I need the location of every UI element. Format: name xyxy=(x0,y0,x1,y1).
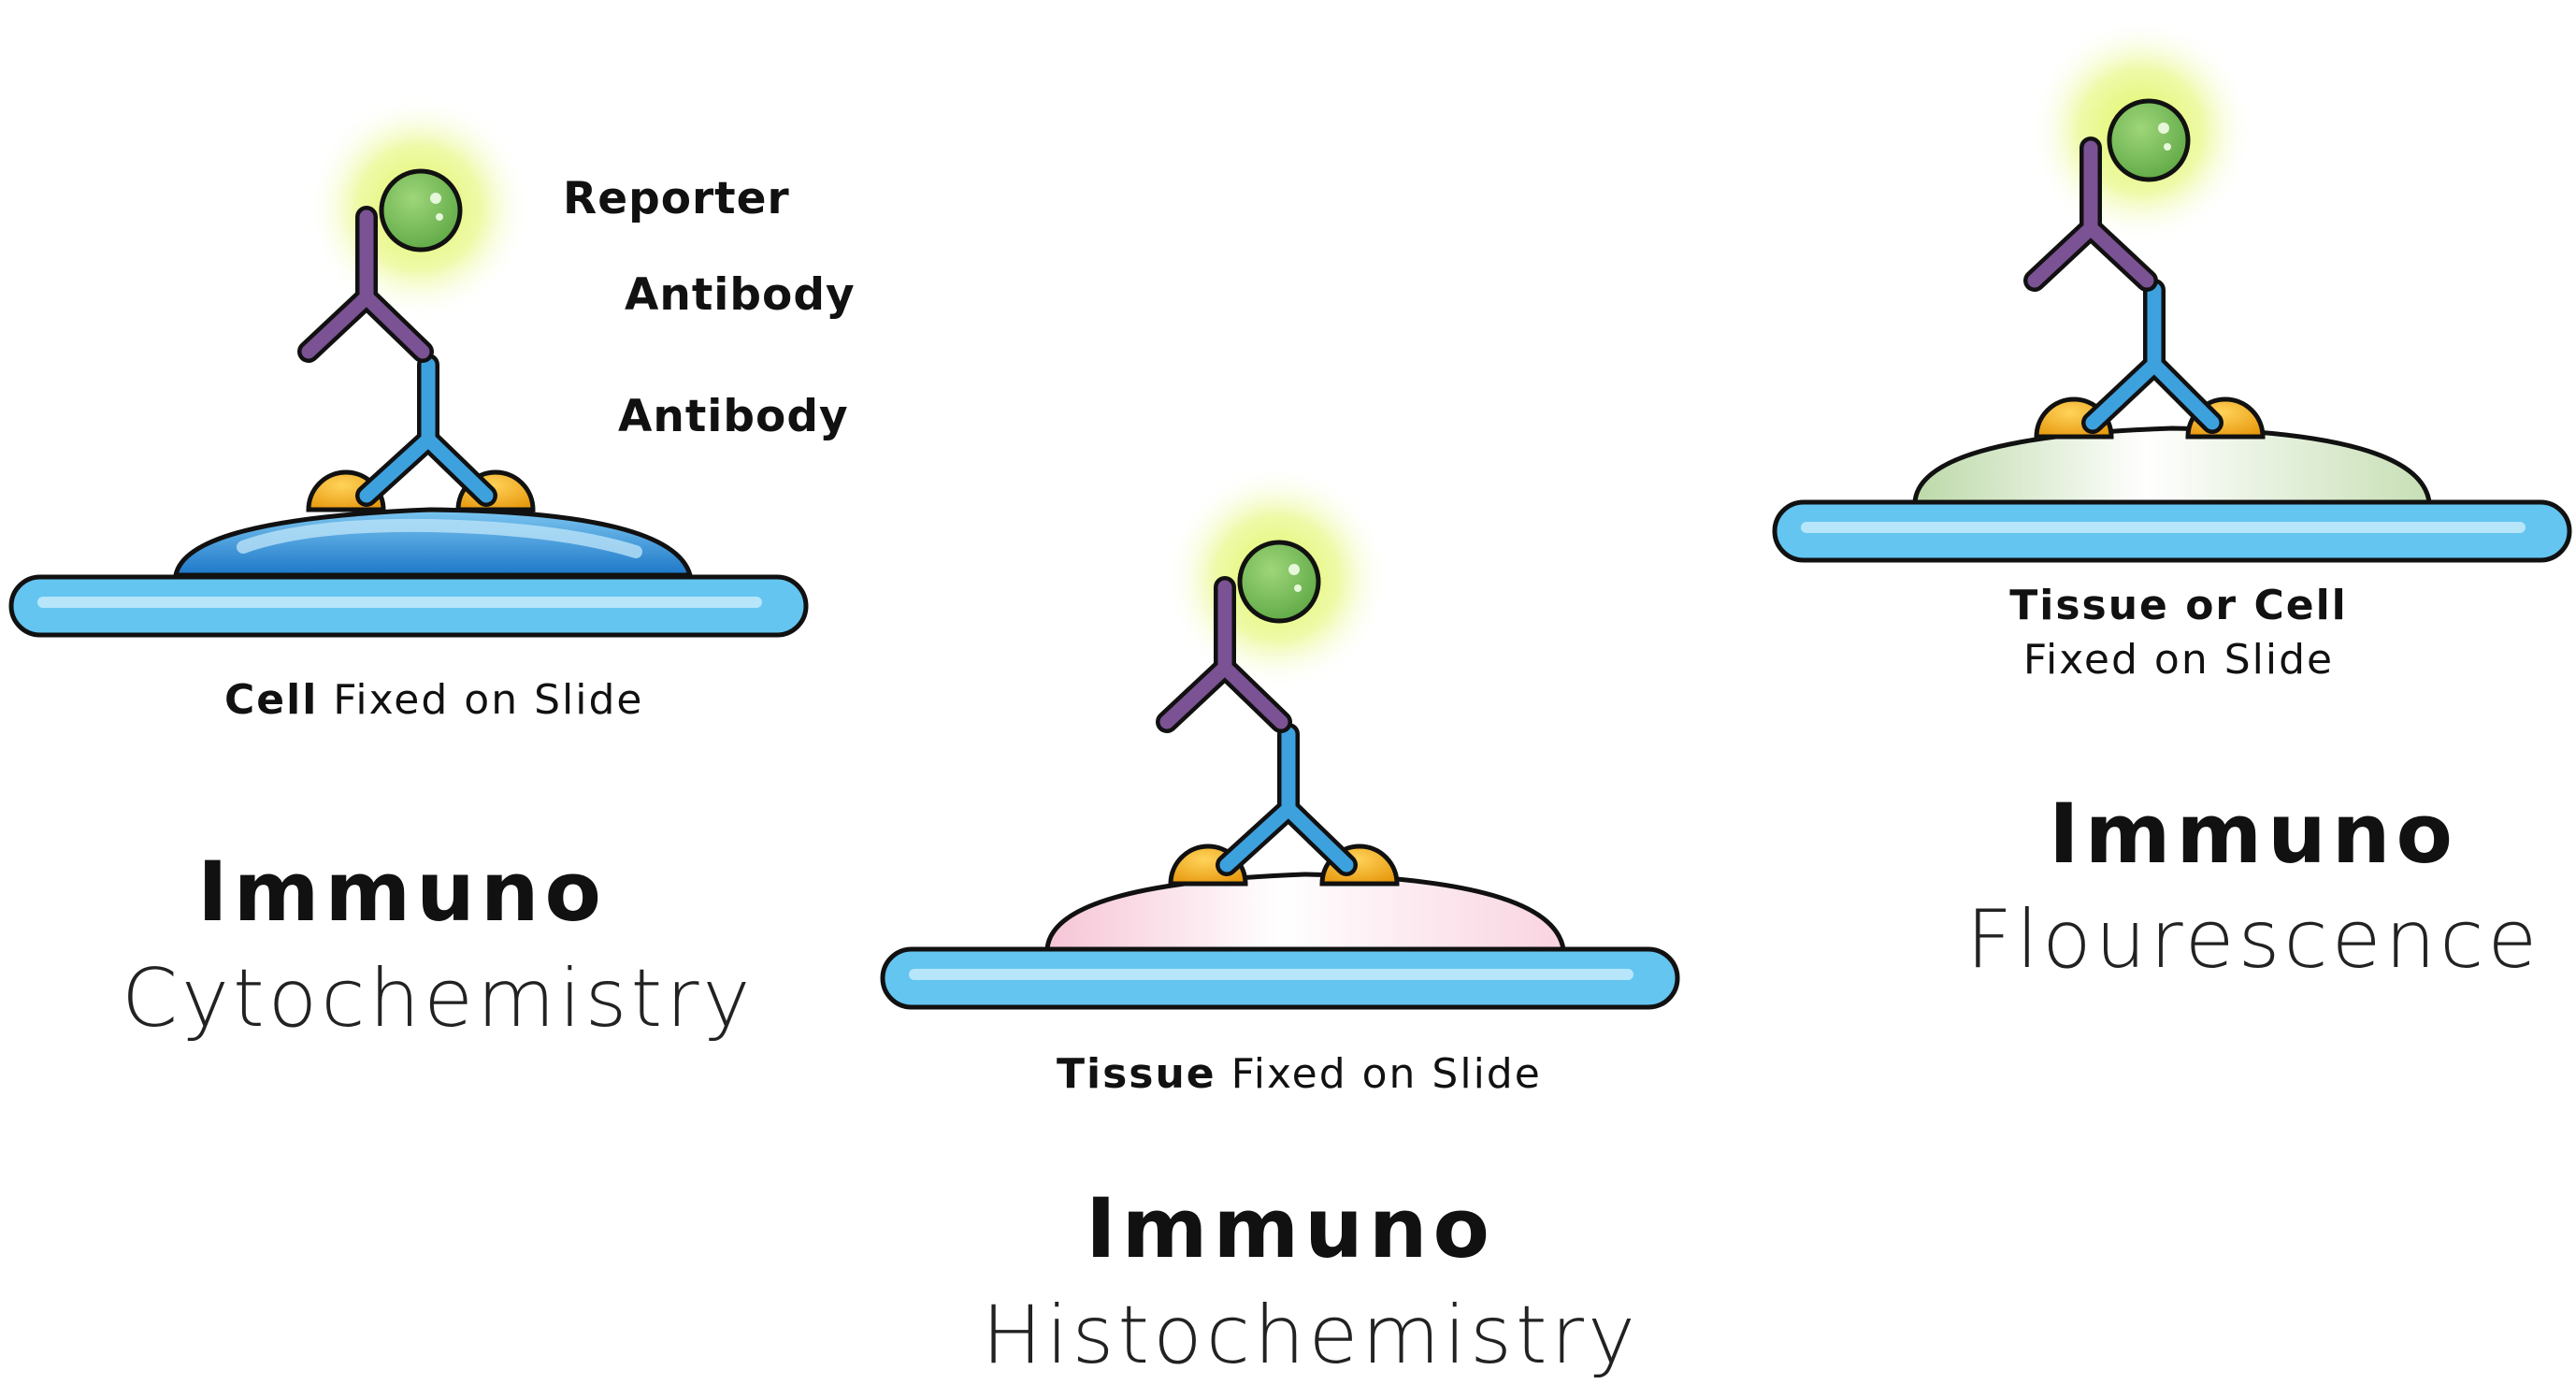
icc-sample-bold: Cell xyxy=(224,676,319,724)
panel-icc-artwork xyxy=(8,95,809,638)
panel-if-artwork xyxy=(1772,19,2572,563)
primary-antibody-icon xyxy=(2081,279,2223,434)
icc-title-line1: Immuno xyxy=(197,844,607,940)
ihc-title-line1: Immuno xyxy=(1086,1180,1495,1276)
ihc-sample-rest: Fixed on Slide xyxy=(1216,1050,1542,1098)
reporter-sphere-icon xyxy=(1237,540,1321,624)
reporter-sphere-icon xyxy=(379,168,463,252)
primary-antibody-icon xyxy=(355,353,497,507)
if-sample-bold: Tissue or Cell xyxy=(2009,582,2348,629)
slide-shine xyxy=(37,597,762,608)
tissue-icon xyxy=(1044,872,1566,952)
secondary-antibody-icon xyxy=(2023,137,2158,292)
ihc-sample-bold: Tissue xyxy=(1057,1050,1216,1098)
primary-antibody-label: Antibody xyxy=(618,391,849,442)
ihc-sample-caption: Tissue Fixed on Slide xyxy=(1057,1050,1542,1098)
primary-antibody-icon xyxy=(1216,723,1358,876)
icc-sample-rest: Fixed on Slide xyxy=(318,676,644,724)
icc-sample-caption: Cell Fixed on Slide xyxy=(224,676,643,724)
reporter-label: Reporter xyxy=(563,173,790,224)
panel-ihc-artwork xyxy=(880,466,1680,1010)
secondary-antibody-icon xyxy=(297,206,434,363)
if-sample-caption-rest: Fixed on Slide xyxy=(2022,636,2335,684)
slide-shine xyxy=(1801,522,2526,533)
icc-title-line2: Cytochemistry xyxy=(122,952,755,1046)
reporter-sphere-icon xyxy=(2107,98,2191,182)
tissue-or-cell-icon xyxy=(1912,425,2432,505)
ihc-title-line2: Histochemistry xyxy=(982,1289,1639,1382)
cell-highlight xyxy=(237,518,642,558)
if-sample-caption-bold: Tissue or Cell xyxy=(1992,582,2366,629)
if-title-line1: Immuno xyxy=(2049,786,2458,882)
secondary-antibody-label: Antibody xyxy=(625,269,856,321)
secondary-antibody-icon xyxy=(1156,576,1292,733)
slide-shine xyxy=(909,969,1633,980)
if-title-line2: Flourescence xyxy=(1965,893,2541,987)
